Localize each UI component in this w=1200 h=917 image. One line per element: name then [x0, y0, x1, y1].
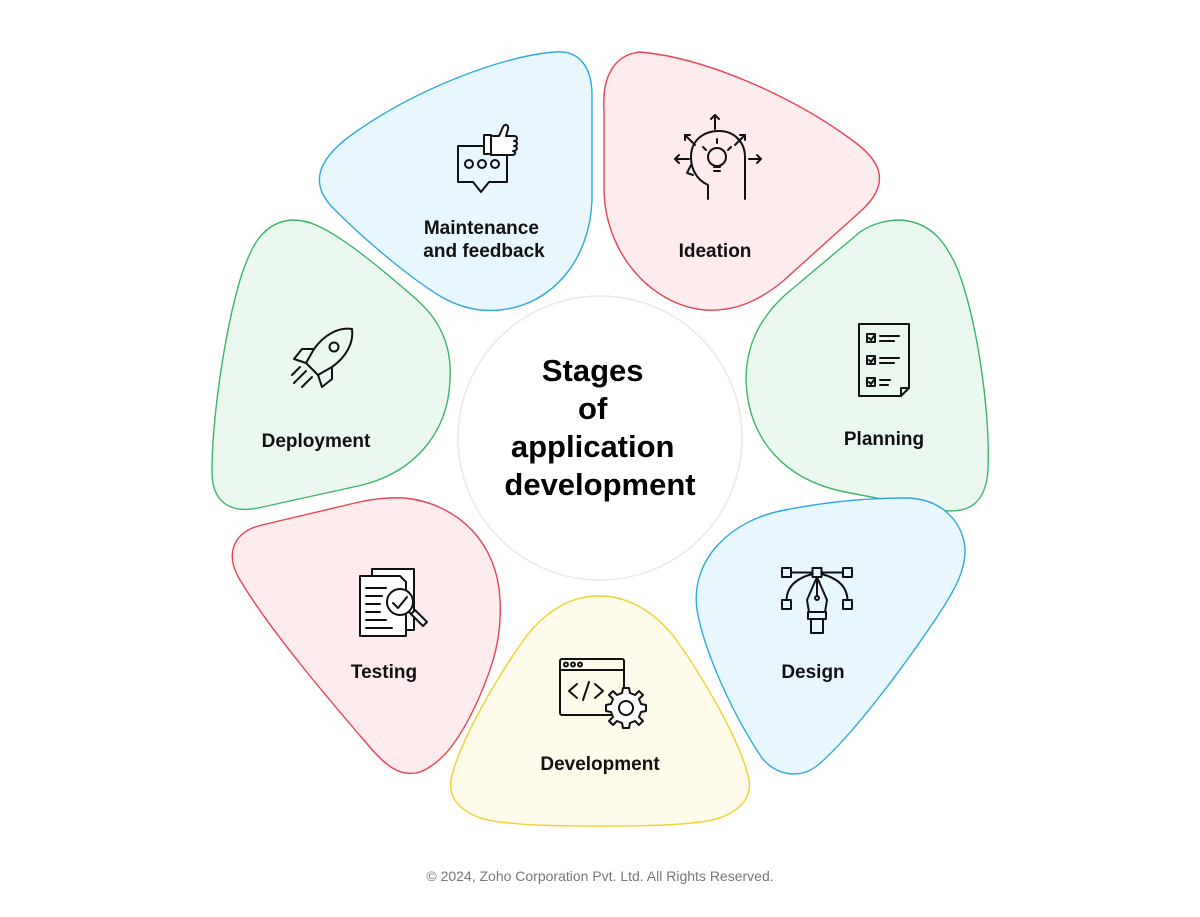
center-circle	[457, 295, 743, 581]
document-magnifier-icon	[359, 568, 428, 637]
petal-shape	[603, 51, 881, 311]
copyright-text: © 2024, Zoho Corporation Pvt. Ltd. All R…	[426, 868, 774, 884]
pen-tool-icon	[781, 567, 853, 634]
stage-label: Deployment	[262, 431, 371, 452]
petal-shape	[695, 497, 966, 775]
stage-label: Maintenance and feedback	[423, 218, 545, 262]
stage-label: Testing	[351, 662, 417, 683]
stage-label: Ideation	[679, 241, 752, 262]
petal-testing: Testing	[231, 497, 501, 775]
code-window-gear-icon	[559, 658, 647, 729]
center-title: Stages of application development	[504, 353, 695, 502]
stage-label: Planning	[844, 429, 924, 450]
checklist-icon	[858, 323, 910, 397]
thumbs-up-chat-icon	[457, 123, 518, 193]
petal-development: Development	[449, 595, 751, 827]
center-hub: Stages of application development	[457, 295, 743, 581]
petal-maintenance: Maintenance and feedback	[318, 51, 593, 312]
petal-deployment: Deployment	[211, 219, 451, 510]
lightbulb-head-icon	[674, 114, 762, 200]
stage-label: Design	[781, 662, 844, 683]
petal-ideation: Ideation	[603, 51, 881, 311]
petal-shape	[211, 219, 451, 510]
petal-shape	[449, 595, 751, 827]
petal-design: Design	[695, 497, 966, 775]
petal-shape	[318, 51, 593, 312]
stage-label: Development	[540, 754, 660, 775]
rocket-icon	[291, 327, 354, 388]
